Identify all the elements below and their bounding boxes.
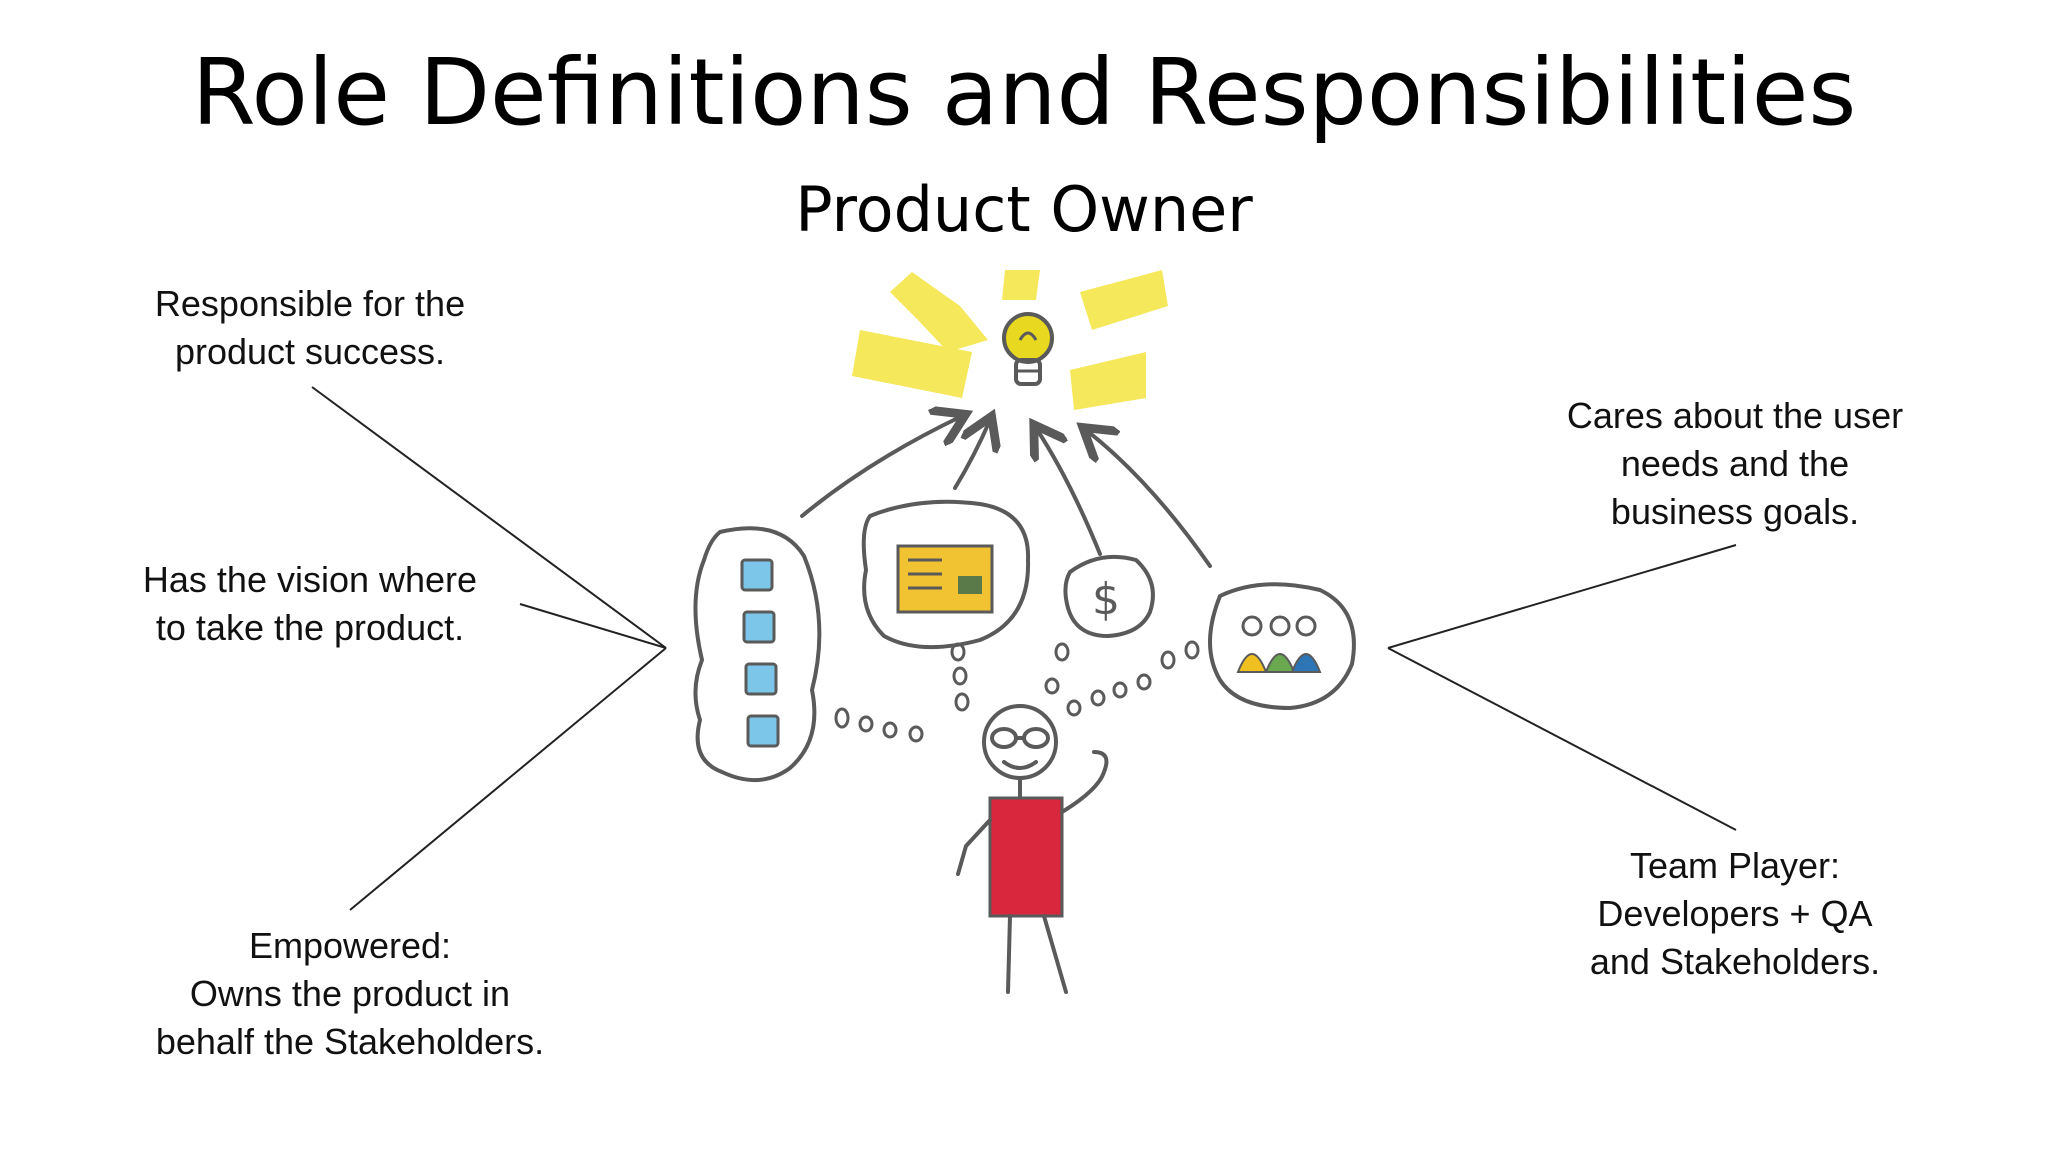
pointer-line-empowered (349, 647, 667, 911)
backlog-card-icon (742, 610, 776, 644)
pointer-line-responsible (311, 386, 667, 649)
pointer-line-vision (519, 603, 667, 649)
note-line: Developers + QA (1597, 893, 1873, 934)
arrow-money-to-idea (1036, 428, 1102, 556)
note-line: Team Player: (1629, 845, 1841, 886)
note-line: Owns the product in (189, 973, 511, 1014)
slide-subtitle: Product Owner (795, 173, 1253, 246)
shirt-icon (988, 796, 1064, 918)
backlog-cloud (693, 526, 822, 783)
team-people-icon (1236, 615, 1322, 673)
pointer-line-cares (1387, 544, 1737, 649)
note-line: behalf the Stakeholders. (155, 1021, 545, 1062)
lightbulb-icon (1002, 312, 1054, 386)
glasses-icon (990, 727, 1050, 749)
note-vision: Has the vision where to take the product… (110, 556, 510, 652)
arrow-backlog-to-idea (800, 416, 962, 518)
arrow-team-to-idea (1086, 430, 1212, 568)
note-line: Responsible for the (154, 283, 466, 324)
team-cloud (1208, 582, 1356, 711)
money-cloud: $ (1063, 554, 1155, 639)
note-line: business goals. (1610, 491, 1860, 532)
note-line: to take the product. (155, 607, 465, 648)
product-owner-figure (956, 704, 1109, 994)
backlog-card-icon (744, 662, 778, 696)
pointer-lines-left (311, 386, 667, 911)
arrow-roadmap-to-idea (953, 420, 990, 490)
note-empowered: Empowered: Owns the product in behalf th… (100, 922, 600, 1066)
roadmap-cloud (861, 499, 1031, 650)
pointer-line-team (1387, 647, 1737, 831)
note-cares: Cares about the user needs and the busin… (1520, 392, 1950, 536)
backlog-card-icon (746, 714, 780, 748)
note-line: and Stakeholders. (1589, 941, 1881, 982)
note-responsible: Responsible for the product success. (110, 280, 510, 376)
note-team: Team Player: Developers + QA and Stakeho… (1520, 842, 1950, 986)
backlog-card-icon (740, 558, 774, 592)
thought-bubbles (834, 640, 1200, 743)
note-line: product success. (174, 331, 446, 372)
light-rays-icon (852, 270, 1168, 410)
dollar-icon: $ (1092, 574, 1120, 625)
note-line: Cares about the user (1566, 395, 1904, 436)
note-line: needs and the (1620, 443, 1850, 484)
idea-arrows (800, 416, 1212, 568)
slide-title: Role Definitions and Responsibilities (191, 39, 1857, 146)
pointer-lines-right (1387, 544, 1737, 831)
note-line: Has the vision where (142, 559, 478, 600)
note-line: Empowered: (248, 925, 452, 966)
